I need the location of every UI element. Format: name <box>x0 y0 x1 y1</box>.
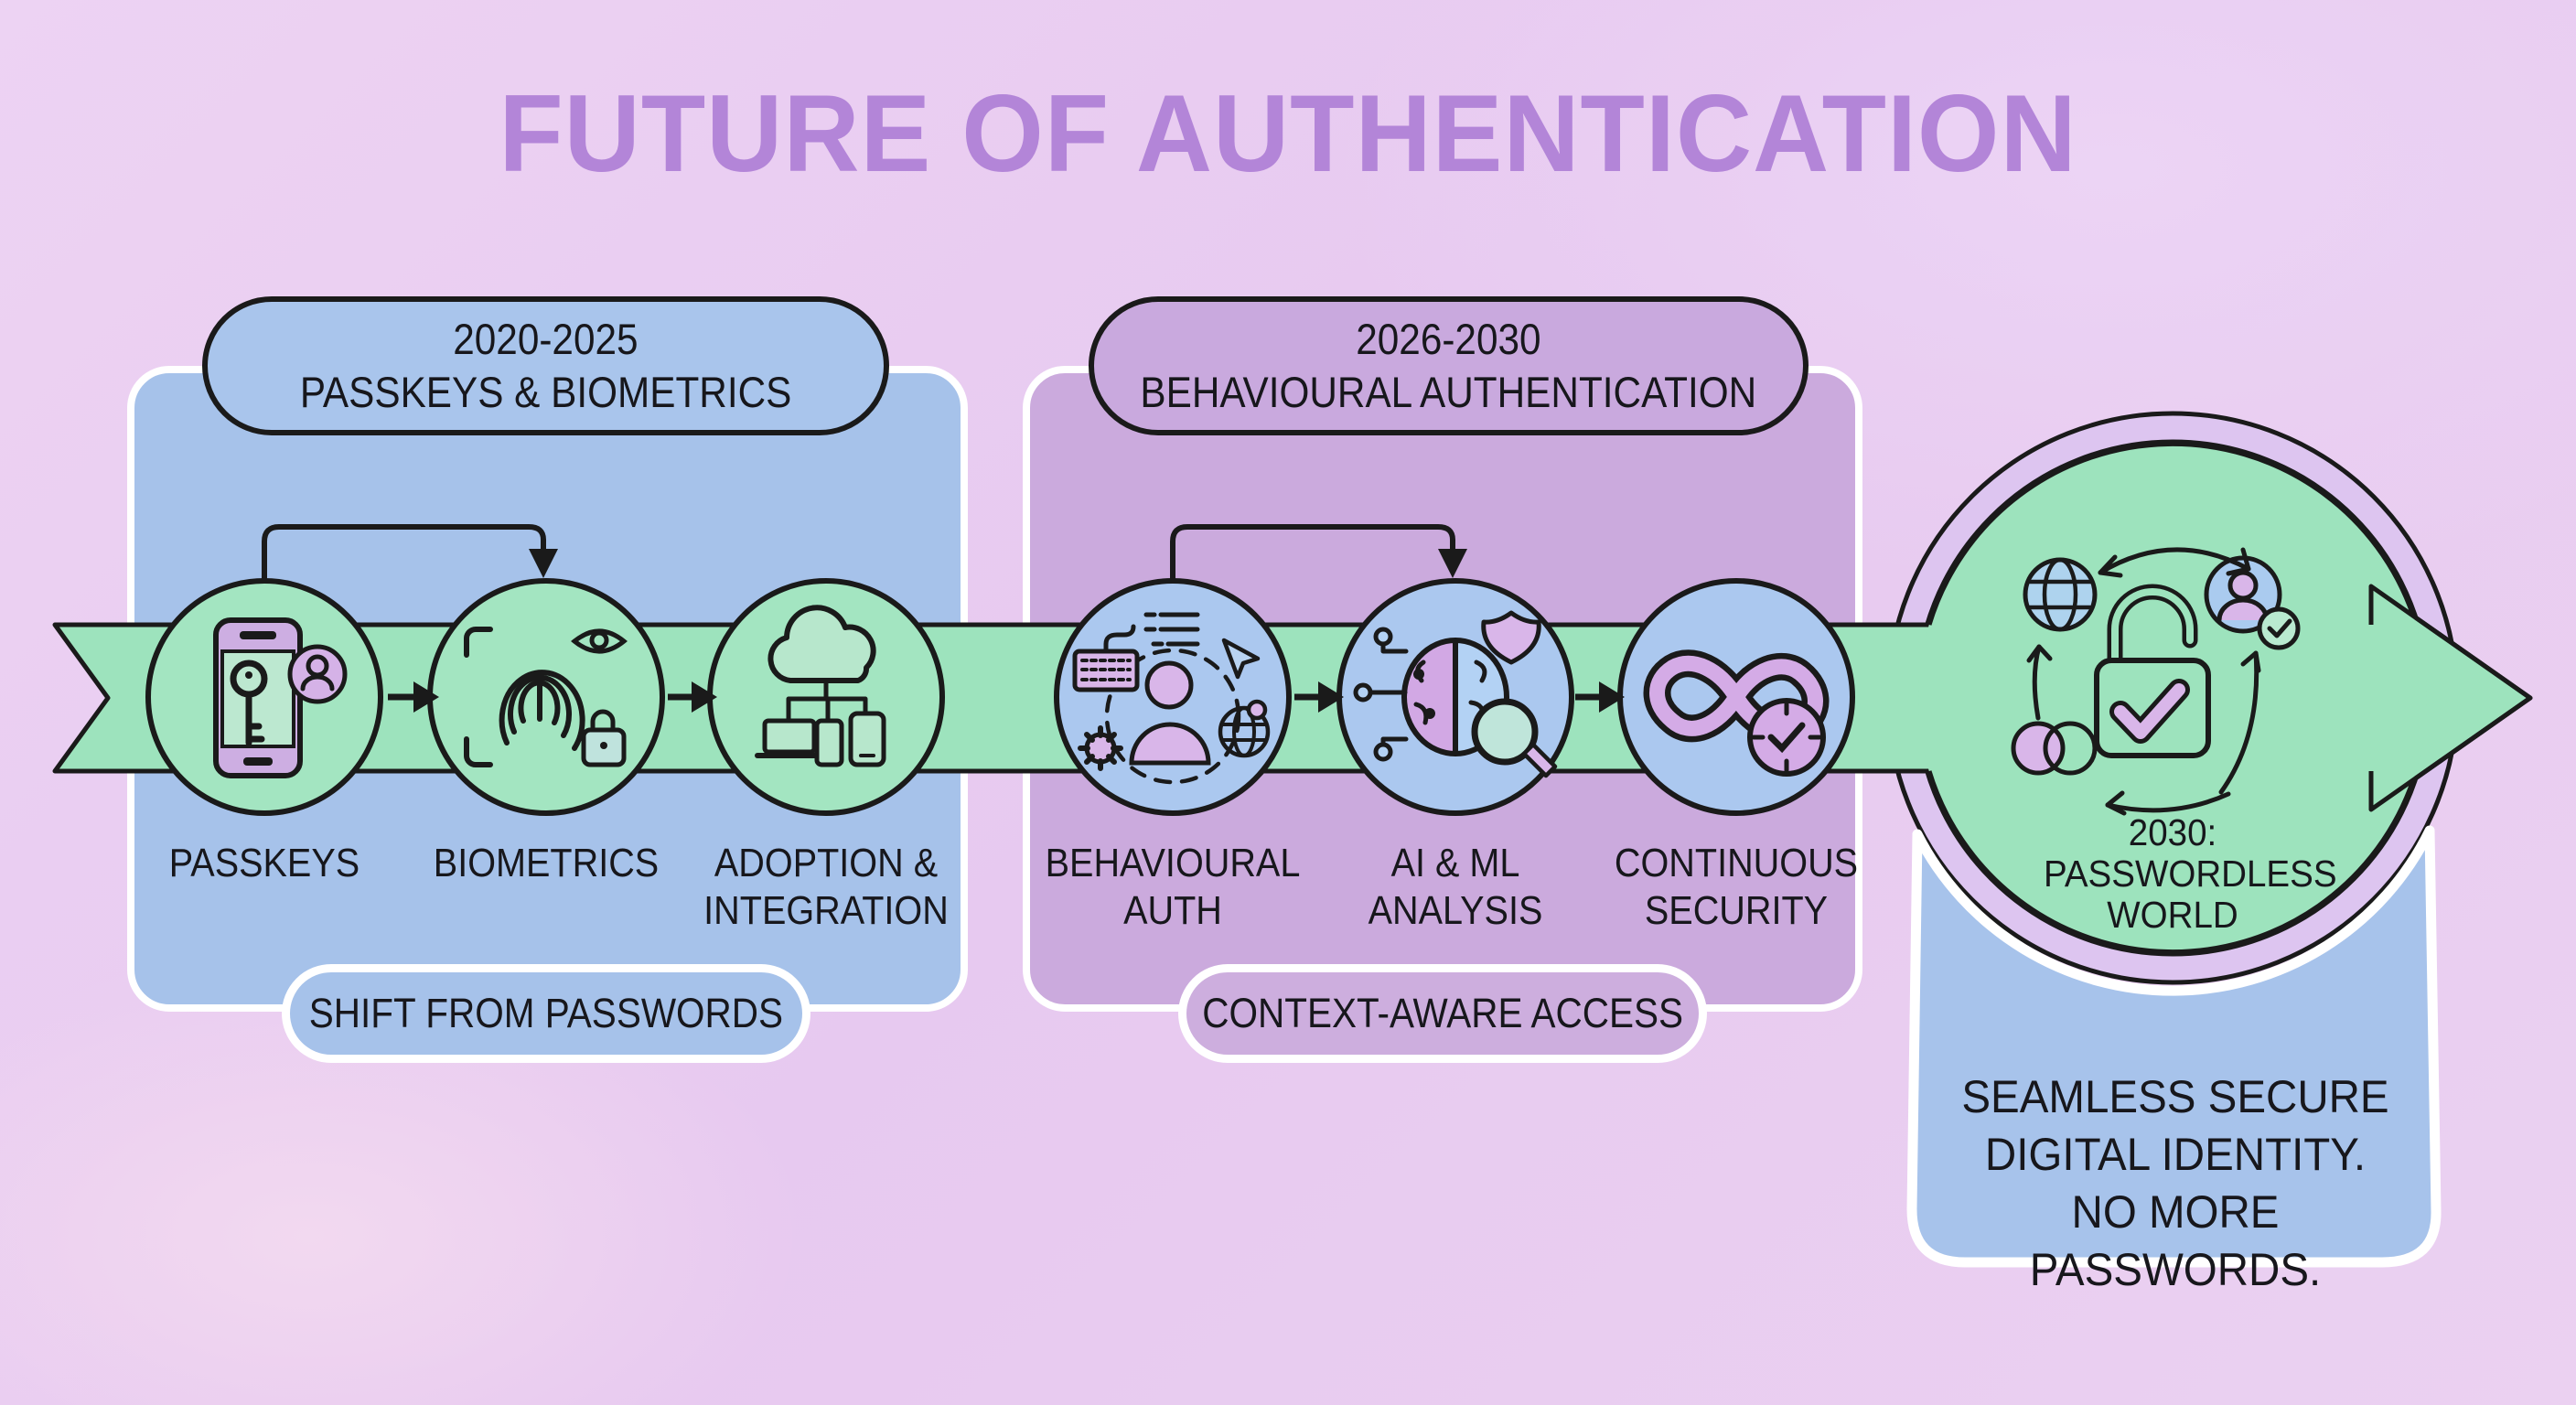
phase1-tagline-pill: SHIFT FROM PASSWORDS <box>282 964 810 1063</box>
phase2-tagline: CONTEXT-AWARE ACCESS <box>1202 990 1683 1036</box>
finale-banner-box <box>1906 825 2442 1268</box>
phase2-tagline-pill: CONTEXT-AWARE ACCESS <box>1178 964 1707 1063</box>
step-label-adoption: ADOPTION &INTEGRATION <box>703 841 949 933</box>
phase2-loop-connector <box>1170 524 1467 580</box>
finale-summary-text: SEAMLESS SECURE DIGITAL IDENTITY. NO MOR… <box>1961 1071 2389 1295</box>
sync-arrows-icon <box>2026 547 2261 816</box>
step-arrows <box>388 681 1625 713</box>
phase2-period-pill: 2026-2030 BEHAVIOURAL AUTHENTICATION <box>1089 296 1809 435</box>
step-label-passkeys: PASSKEYS <box>168 841 360 885</box>
user-behaviour-icon <box>1072 612 1271 785</box>
open-padlock-check-icon <box>2011 547 2301 816</box>
phase1-tagline: SHIFT FROM PASSWORDS <box>308 990 784 1036</box>
phase1-period-pill: 2020-2025 PASSKEYS & BIOMETRICS <box>202 296 889 435</box>
ai-brain-icon <box>1353 610 1558 778</box>
phase1-name: PASSKEYS & BIOMETRICS <box>299 368 792 416</box>
passwordless-world-label: 2030: PASSWORDLESS WORLD <box>2044 811 2337 936</box>
biometrics-circle <box>427 578 665 816</box>
phase1-period: 2020-2025 <box>453 315 639 363</box>
page-title: FUTURE OF AUTHENTICATION <box>499 72 2077 195</box>
smartphone-passkey-icon <box>213 617 348 778</box>
phase2-period: 2026-2030 <box>1356 315 1541 363</box>
cloud-devices-icon <box>755 605 886 767</box>
globe-icon <box>2023 557 2098 632</box>
arrow-head-icon <box>2368 584 2533 812</box>
fingerprint-eye-lock-icon <box>464 627 628 767</box>
step-label-biometrics: BIOMETRICS <box>433 841 660 885</box>
phase2-name: BEHAVIOURAL AUTHENTICATION <box>1140 368 1757 416</box>
phase1-loop-connector <box>262 524 558 580</box>
verified-user-icon <box>2204 555 2301 650</box>
infinity-clock-icon <box>1643 649 1830 777</box>
